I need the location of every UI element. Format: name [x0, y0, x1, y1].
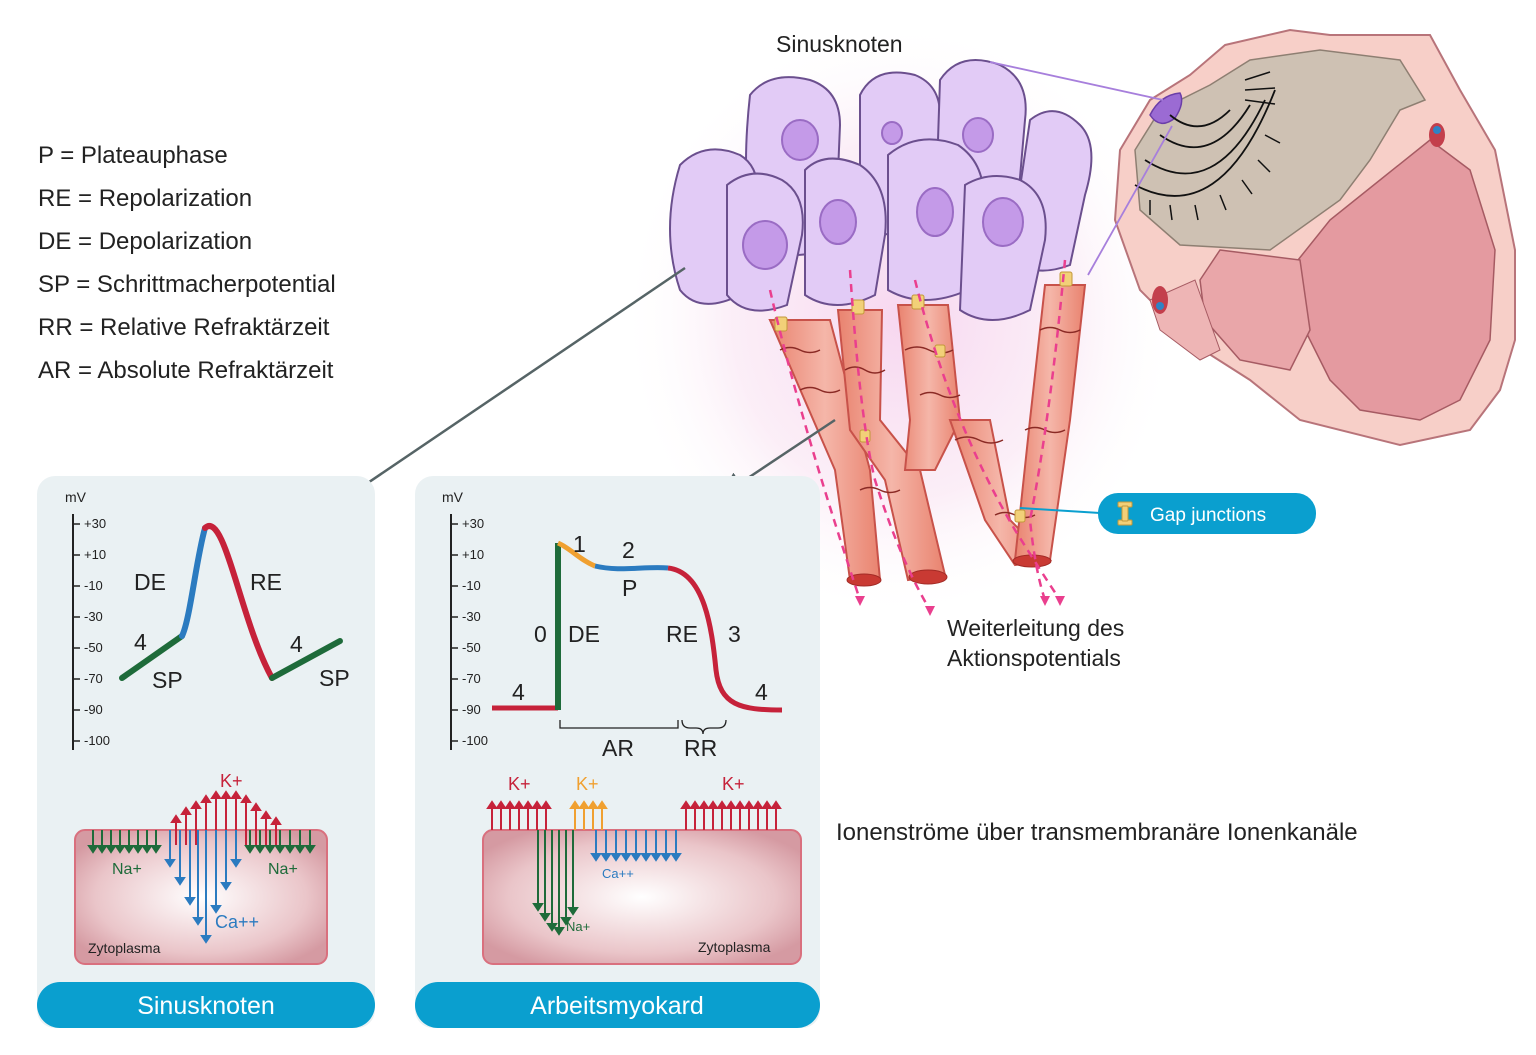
propagation-label-line2: Aktionspotentials — [947, 645, 1121, 671]
conduction-paths — [768, 259, 1067, 611]
work-k-arrows-3 — [680, 800, 782, 830]
sinus-label-4-right: 4 — [290, 631, 303, 657]
sinus-curve-sp-left — [119, 633, 185, 681]
work-label-re: RE — [666, 621, 698, 647]
work-label-0: 0 — [534, 621, 547, 647]
work-k-arrows-1 — [486, 800, 552, 830]
zoom-lines — [989, 61, 1173, 276]
fiber-cell-borders — [779, 326, 1081, 519]
sinus-label-re: RE — [250, 569, 282, 595]
tick-label: -30 — [84, 609, 103, 624]
sinus-na-arrows-right — [244, 830, 316, 854]
legend-item: RE = Repolarization — [38, 185, 252, 212]
tick-label: -90 — [462, 702, 481, 717]
work-panel-title-pill — [415, 982, 820, 1028]
work-label-rr: RR — [684, 735, 717, 761]
sinus-cytoplasm-label: Zytoplasma — [88, 940, 161, 956]
legend-item: AR = Absolute Refraktärzeit — [38, 357, 334, 384]
cell-nuclei — [742, 117, 1024, 270]
ion-currents-label: Ionenströme über transmembranäre Ionenka… — [836, 819, 1358, 846]
arrow-to-sinus-panel — [339, 266, 686, 503]
tick-label: -50 — [84, 640, 103, 655]
work-label-4-right: 4 — [755, 679, 768, 705]
work-k-label-1: K+ — [508, 774, 531, 794]
work-ca-arrows — [590, 830, 682, 862]
work-panel: mV +30 +10 -10 -30 -50 -70 -90 -100 — [415, 476, 820, 1028]
tick-label: -30 — [462, 609, 481, 624]
work-label-ar: AR — [602, 735, 634, 761]
work-k-label-3: K+ — [722, 774, 745, 794]
heart-illustration — [1113, 28, 1516, 447]
sinus-label-sp-right: SP — [319, 665, 350, 691]
work-k-arrows-2 — [569, 800, 608, 830]
work-curve-phase1 — [556, 540, 597, 569]
work-curve-phase3 — [667, 565, 783, 713]
tick-label: -100 — [84, 733, 110, 748]
gap-junctions-badge — [1098, 493, 1316, 534]
sinus-ca-arrows — [164, 830, 242, 944]
rr-bracket — [681, 719, 727, 735]
sinusknoten-label: Sinusknoten — [776, 31, 903, 57]
tick-label: -70 — [84, 671, 103, 686]
sinus-curve-de — [179, 525, 208, 639]
work-k-label-2: K+ — [576, 774, 599, 794]
work-axis-unit: mV — [442, 489, 464, 505]
tick-label: -70 — [462, 671, 481, 686]
propagation-label-line1: Weiterleitung des — [947, 615, 1124, 641]
legend-item: P = Plateauphase — [38, 142, 228, 169]
sinus-label-4-left: 4 — [134, 629, 147, 655]
work-label-1: 1 — [573, 531, 586, 557]
tick-label: +30 — [462, 516, 484, 531]
sinus-panel-title-pill — [37, 982, 375, 1028]
sinus-ca-label: Ca++ — [215, 912, 259, 932]
sinus-panel-title: Sinusknoten — [137, 992, 275, 1020]
gap-junctions-label: Gap junctions — [1150, 505, 1266, 526]
ar-bracket — [559, 720, 679, 729]
sinus-axis-unit: mV — [65, 489, 87, 505]
sinus-ticks — [73, 523, 80, 742]
work-label-4-left: 4 — [512, 679, 525, 705]
work-label-2: 2 — [622, 537, 635, 563]
work-label-p: P — [622, 575, 637, 601]
work-ticks — [451, 523, 458, 742]
sinus-label-sp-left: SP — [152, 667, 183, 693]
work-na-label: Na+ — [566, 919, 590, 934]
sinus-k-label: K+ — [220, 771, 243, 791]
conduction-arrowheads — [855, 596, 1065, 616]
sinus-panel: mV +30 +10 -10 -30 -50 -70 -90 -100 — [37, 476, 375, 1028]
tick-label: -10 — [462, 578, 481, 593]
gap-junction-icon — [1117, 501, 1133, 526]
sinus-cytoplasm-box — [74, 829, 328, 965]
legend-item: DE = Depolarization — [38, 228, 252, 255]
tick-label: -10 — [84, 578, 103, 593]
sinus-na-arrows-left — [87, 830, 162, 854]
tick-label: -90 — [84, 702, 103, 717]
sinus-curve-sp-right — [269, 638, 343, 681]
tick-label: +10 — [462, 547, 484, 562]
work-label-de: DE — [568, 621, 600, 647]
sinus-curve-re — [202, 523, 275, 681]
work-curve-phase2 — [594, 563, 669, 572]
sinus-k-arrows — [170, 790, 282, 845]
tick-label: +10 — [84, 547, 106, 562]
sinus-na-label-right: Na+ — [268, 861, 298, 878]
gap-junction-pointer — [1019, 507, 1101, 514]
legend-item: SP = Schrittmacherpotential — [38, 271, 336, 298]
abbreviation-legend: P = Plateauphase RE = Repolarization DE … — [38, 142, 336, 384]
sinus-na-label-left: Na+ — [112, 861, 142, 878]
tick-label: -50 — [462, 640, 481, 655]
work-panel-title: Arbeitsmyokard — [530, 992, 704, 1020]
work-ca-label: Ca++ — [602, 866, 634, 881]
legend-item: RR = Relative Refraktärzeit — [38, 314, 330, 341]
work-label-3: 3 — [728, 621, 741, 647]
sinus-label-de: DE — [134, 569, 166, 595]
tick-label: -100 — [462, 733, 488, 748]
work-cytoplasm-label: Zytoplasma — [698, 939, 771, 955]
work-na-arrows — [532, 830, 579, 936]
tick-label: +30 — [84, 516, 106, 531]
